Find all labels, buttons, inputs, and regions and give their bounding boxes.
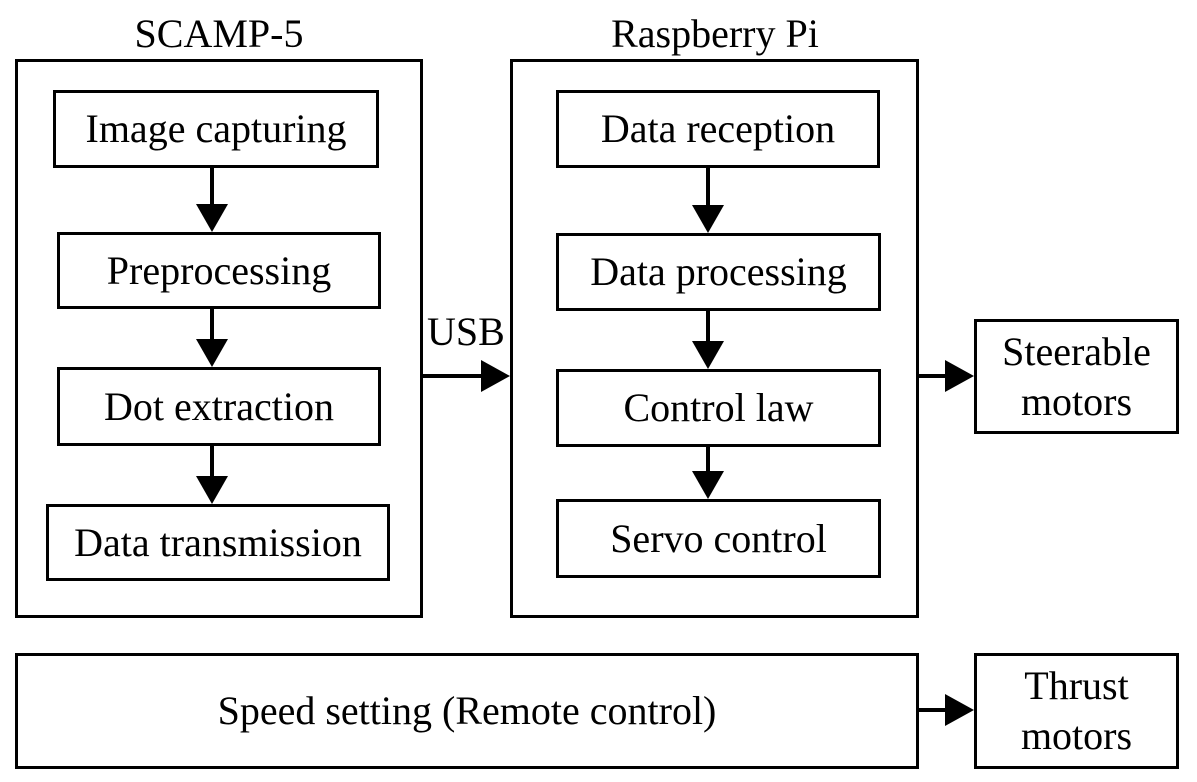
speed-setting-box: Speed setting (Remote control) [15, 653, 919, 769]
thrust-motors-box: Thrust motors [974, 653, 1179, 769]
control-law-step: Control law [556, 369, 881, 447]
raspberry-pi-title: Raspberry Pi [611, 11, 819, 56]
image-capturing-step: Image capturing [53, 90, 379, 168]
data-reception-step: Data reception [556, 90, 880, 168]
arrowhead-thrust [945, 694, 974, 726]
steerable-motors-line1: Steerable [1002, 328, 1151, 374]
dot-extraction-step: Dot extraction [57, 367, 381, 446]
arrowhead-steerable [945, 360, 974, 392]
servo-control-step: Servo control [556, 499, 881, 578]
thrust-motors-line1: Thrust [1024, 663, 1129, 708]
scamp5-title: SCAMP-5 [134, 11, 304, 56]
steerable-motors-box: Steerable motors [974, 319, 1179, 434]
data-transmission-step: Data transmission [46, 504, 390, 581]
arrowhead-usb [481, 360, 510, 392]
steerable-motors-line2: motors [1020, 378, 1133, 424]
data-processing-step: Data processing [556, 233, 881, 311]
thrust-motors-line2: motors [1020, 713, 1133, 758]
preprocessing-step: Preprocessing [57, 232, 381, 309]
usb-label: USB [427, 309, 505, 354]
